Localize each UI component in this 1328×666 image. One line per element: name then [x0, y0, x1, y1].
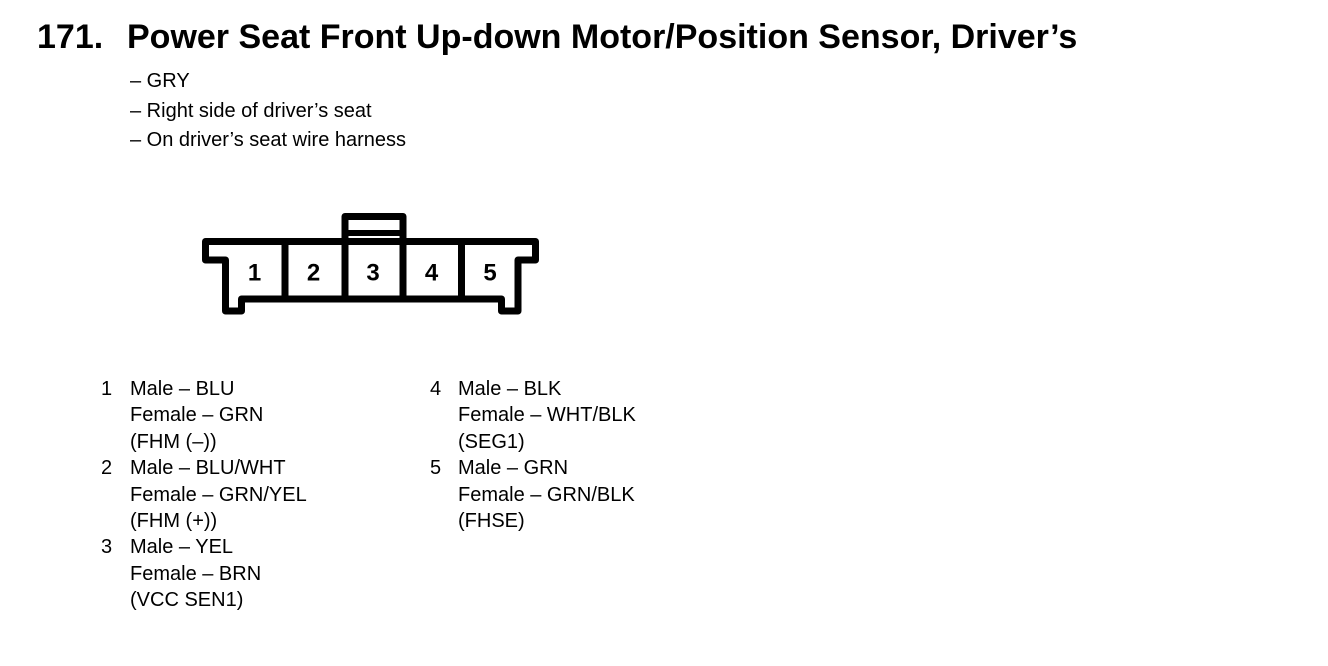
pin-male-wire-color: Male – BLK [458, 378, 562, 400]
pin-legend-entry-4: 4 Male – BLK Female – WHT/BLK (SEG1) [430, 376, 636, 455]
pin-legend-number: 4 [430, 378, 442, 400]
note-connector-color: – GRY [130, 70, 190, 92]
connector-lock-tab [341, 213, 407, 299]
pin-legend-number: 3 [101, 536, 113, 559]
page-title: Power Seat Front Up-down Motor/Position … [127, 18, 1078, 56]
connector-diagram: 1 2 3 4 5 [202, 213, 539, 315]
pin-signal-name: (FHM (+)) [130, 510, 218, 533]
pin-legend-number: 1 [101, 378, 113, 400]
pin-female-wire-color: Female – GRN [130, 404, 264, 427]
pin-male-wire-color: Male – BLU/WHT [130, 457, 286, 480]
pin-2-label: 2 [307, 260, 320, 287]
pin-legend-right-column: 4 Male – BLK Female – WHT/BLK (SEG1) 5 M… [430, 376, 636, 534]
note-connector-harness: – On driver’s seat wire harness [130, 129, 407, 151]
pin-signal-name: (VCC SEN1) [130, 589, 244, 612]
pin-legend-entry-1: 1 Male – BLU Female – GRN (FHM (–)) [101, 376, 307, 455]
pin-legend-number: 5 [430, 457, 442, 480]
item-number: 171. [37, 18, 104, 56]
pin-female-wire-color: Female – BRN [130, 562, 262, 585]
pin-signal-name: (FHSE) [458, 510, 525, 533]
pin-male-wire-color: Male – YEL [130, 536, 234, 559]
pin-4-label: 4 [425, 260, 439, 287]
pin-legend-left-column: 1 Male – BLU Female – GRN (FHM (–)) 2 Ma… [101, 376, 307, 614]
pin-legend-entry-5: 5 Male – GRN Female – GRN/BLK (FHSE) [430, 455, 636, 534]
pin-legend-entry-2: 2 Male – BLU/WHT Female – GRN/YEL (FHM (… [101, 455, 307, 534]
pin-signal-name: (SEG1) [458, 430, 525, 453]
pin-male-wire-color: Male – BLU [130, 378, 235, 400]
pin-female-wire-color: Female – WHT/BLK [458, 404, 636, 427]
pin-male-wire-color: Male – GRN [458, 457, 569, 480]
pin-1-label: 1 [248, 260, 261, 287]
connector-notes: – GRY – Right side of driver’s seat – On… [130, 67, 406, 156]
note-connector-location: – Right side of driver’s seat [130, 99, 372, 122]
pin-female-wire-color: Female – GRN/YEL [130, 483, 307, 506]
pin-legend-number: 2 [101, 457, 113, 480]
connector-body-outline [202, 238, 539, 315]
pin-3-label: 3 [366, 260, 379, 287]
pin-5-label: 5 [483, 260, 496, 287]
pin-female-wire-color: Female – GRN/BLK [458, 483, 635, 506]
pin-legend-entry-3: 3 Male – YEL Female – BRN (VCC SEN1) [101, 534, 307, 613]
pin-signal-name: (FHM (–)) [130, 430, 217, 453]
